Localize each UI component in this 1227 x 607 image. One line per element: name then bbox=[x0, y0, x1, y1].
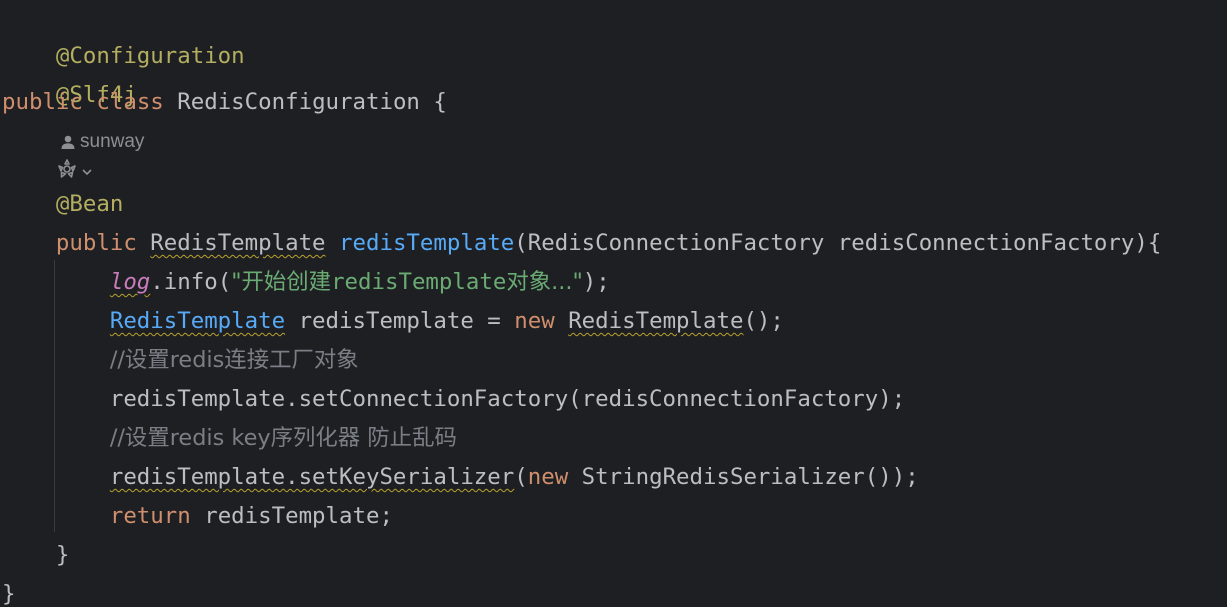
author-name: sunway bbox=[80, 131, 145, 152]
variable-assignment: redisTemplate = bbox=[285, 308, 515, 334]
code-line-comment-connection: //设置redis连接工厂对象 bbox=[2, 344, 359, 376]
code-line-method-close: } bbox=[2, 539, 69, 571]
code-line-comment-serializer: //设置redis key序列化器 防止乱码 bbox=[2, 422, 457, 454]
keyword-new: new bbox=[514, 308, 555, 334]
set-key-serializer-call: redisTemplate.setKeySerializer bbox=[109, 464, 515, 490]
constructor-call: RedisTemplate bbox=[568, 308, 744, 334]
code-line-configuration-annotation: @Configuration bbox=[2, 8, 245, 69]
method-params: (RedisConnectionFactory redisConnectionF… bbox=[514, 230, 1162, 256]
comment-key-serializer: //设置redis key序列化器 防止乱码 bbox=[109, 425, 457, 451]
code-line-log-info: log.info("开始创建redisTemplate对象..."); bbox=[2, 266, 610, 298]
chevron-down-icon[interactable] bbox=[80, 159, 94, 185]
return-value: redisTemplate; bbox=[190, 503, 393, 529]
code-line-set-key-serializer: redisTemplate.setKeySerializer(new Strin… bbox=[2, 461, 919, 493]
keyword-class: class bbox=[96, 89, 164, 115]
return-type: RedisTemplate bbox=[150, 230, 326, 256]
annotation-configuration: @Configuration bbox=[55, 43, 245, 69]
person-icon bbox=[60, 134, 76, 150]
info-call: .info( bbox=[150, 269, 232, 295]
code-line-method-signature: public RedisTemplate redisTemplate(Redis… bbox=[2, 227, 1161, 259]
indent-guide bbox=[54, 260, 55, 532]
set-connection-factory-call: redisTemplate.setConnectionFactory(redis… bbox=[109, 386, 906, 412]
code-line-bean-annotation: @Bean bbox=[2, 188, 123, 220]
open-brace: { bbox=[433, 89, 447, 115]
code-line-slf4j-annotation: @Slf4j bbox=[2, 47, 137, 108]
code-line-class-declaration: public class RedisConfiguration { bbox=[2, 86, 447, 118]
keyword-public: public bbox=[55, 230, 137, 256]
keyword-public: public bbox=[2, 89, 83, 115]
class-name: RedisConfiguration bbox=[177, 89, 420, 115]
string-literal-part2: redisTemplate bbox=[331, 269, 507, 295]
log-field: log bbox=[109, 269, 151, 295]
method-name: redisTemplate bbox=[339, 230, 515, 256]
bean-navigation-hint[interactable] bbox=[56, 158, 94, 186]
spring-bean-gutter-icon[interactable] bbox=[56, 158, 78, 186]
annotation-slf4j: @Slf4j bbox=[55, 82, 137, 108]
keyword-return: return bbox=[109, 503, 191, 529]
code-line-return: return redisTemplate; bbox=[2, 500, 393, 532]
string-literal-part3: 对象..." bbox=[506, 269, 583, 295]
call-close: ); bbox=[582, 269, 610, 295]
code-line-set-connection-factory: redisTemplate.setConnectionFactory(redis… bbox=[2, 383, 905, 415]
author-inlay-hint[interactable]: sunway bbox=[60, 128, 144, 156]
annotation-bean: @Bean bbox=[55, 191, 124, 217]
constructor-end: (); bbox=[743, 308, 784, 334]
open-paren: ( bbox=[514, 464, 528, 490]
string-literal-part1: "开始创建 bbox=[231, 269, 332, 295]
declared-type: RedisTemplate bbox=[109, 308, 286, 334]
serializer-constructor: StringRedisSerializer()); bbox=[568, 464, 919, 490]
code-line-template-declaration: RedisTemplate redisTemplate = new RedisT… bbox=[2, 305, 784, 337]
method-close-brace: } bbox=[55, 542, 70, 568]
comment-connection-factory: //设置redis连接工厂对象 bbox=[109, 347, 359, 373]
keyword-new: new bbox=[527, 464, 569, 490]
class-close-brace: } bbox=[2, 581, 16, 607]
code-line-class-close: } bbox=[2, 578, 15, 607]
